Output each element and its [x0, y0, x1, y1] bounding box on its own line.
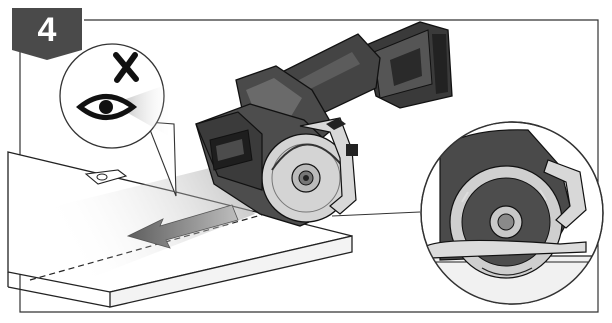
zoom-pointer-line — [332, 212, 420, 216]
eye-icon — [80, 97, 133, 118]
detail-zoom-circle — [420, 122, 610, 316]
circular-saw — [196, 22, 452, 226]
step-number: 4 — [12, 8, 82, 52]
